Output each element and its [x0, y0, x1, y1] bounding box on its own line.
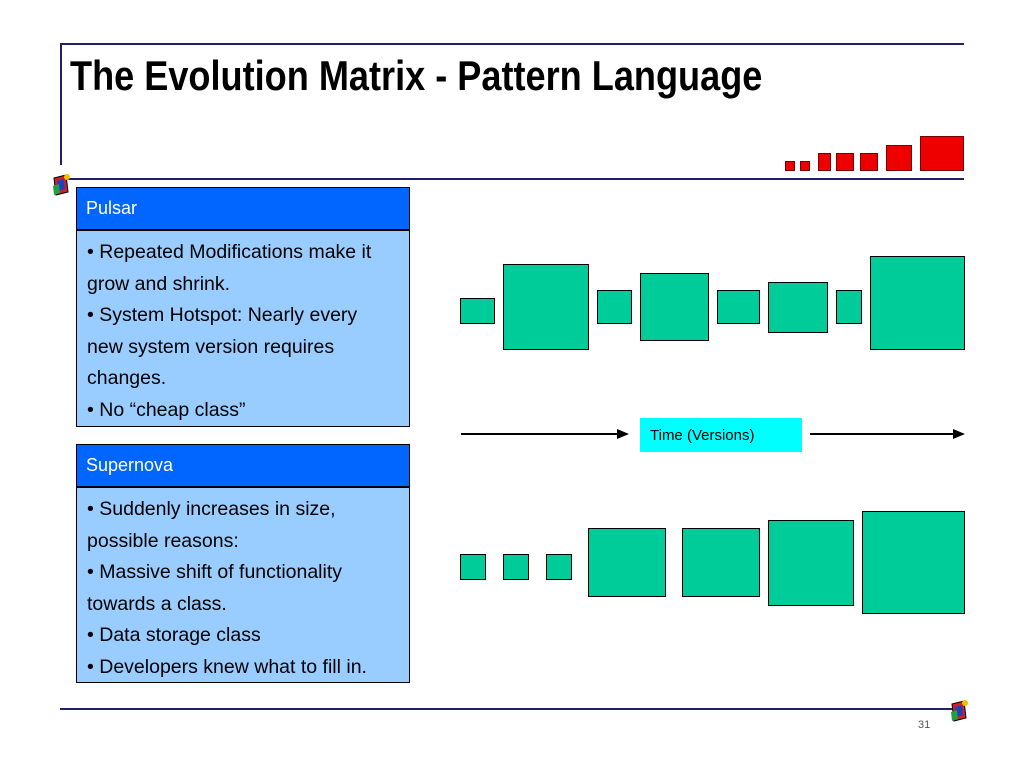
class-box	[588, 528, 666, 597]
bullet-line: • System Hotspot: Nearly every	[87, 304, 358, 326]
class-box	[862, 511, 965, 614]
class-box	[836, 290, 862, 324]
university-logo-icon	[948, 698, 970, 724]
bullet-line: • Data storage class	[87, 624, 261, 646]
pattern-name: Supernova	[86, 455, 174, 475]
pattern-header-supernova: Supernova	[76, 444, 410, 487]
class-box	[768, 520, 854, 606]
arrow-right-icon	[953, 429, 965, 439]
class-box	[503, 554, 529, 580]
time-axis-label: Time (Versions)	[640, 418, 802, 452]
class-box	[640, 273, 709, 341]
page-number: 31	[918, 719, 931, 731]
arrow-right-icon	[617, 429, 629, 439]
red-square	[785, 161, 795, 171]
bullet-line: possible reasons:	[87, 529, 239, 552]
university-logo-icon	[50, 172, 72, 198]
page-title: The Evolution Matrix - Pattern Language	[70, 52, 763, 99]
class-box	[682, 528, 760, 597]
pattern-description-supernova: • Suddenly increases in size, possible r…	[76, 487, 410, 683]
bullet-line: changes.	[87, 367, 167, 389]
title-frame-top-line	[60, 43, 964, 45]
title-frame-vertical-line	[60, 43, 62, 165]
bullet-line: • Massive shift of functionality	[87, 561, 343, 583]
bullet-line: towards a class.	[87, 592, 227, 615]
class-box	[460, 298, 495, 324]
red-square	[886, 145, 912, 171]
class-box	[597, 290, 632, 324]
class-box	[503, 264, 589, 350]
footer-line	[60, 708, 955, 710]
red-square	[920, 136, 964, 171]
bullet-line: grow and shrink.	[87, 272, 231, 295]
class-box	[768, 282, 828, 333]
pattern-header-pulsar: Pulsar	[76, 187, 410, 230]
bullet-line: • Developers knew what to fill in.	[87, 655, 367, 678]
class-box	[717, 290, 760, 324]
red-square	[860, 153, 878, 171]
red-square	[836, 153, 854, 171]
bullet-line: new system version requires	[87, 335, 335, 358]
pattern-description-pulsar: • Repeated Modifications make it grow an…	[76, 230, 410, 427]
pattern-name: Pulsar	[86, 198, 138, 218]
class-box	[870, 256, 965, 350]
time-arrow-right-line	[810, 433, 955, 435]
class-box	[546, 554, 572, 580]
class-box	[460, 554, 486, 580]
red-square	[818, 153, 831, 171]
red-square	[800, 161, 810, 171]
bullet-line: • Repeated Modifications make it	[87, 241, 372, 263]
title-underline	[60, 178, 964, 180]
bullet-line: • No “cheap class”	[87, 398, 246, 421]
time-arrow-left-line	[461, 433, 621, 435]
bullet-line: • Suddenly increases in size,	[87, 498, 336, 520]
